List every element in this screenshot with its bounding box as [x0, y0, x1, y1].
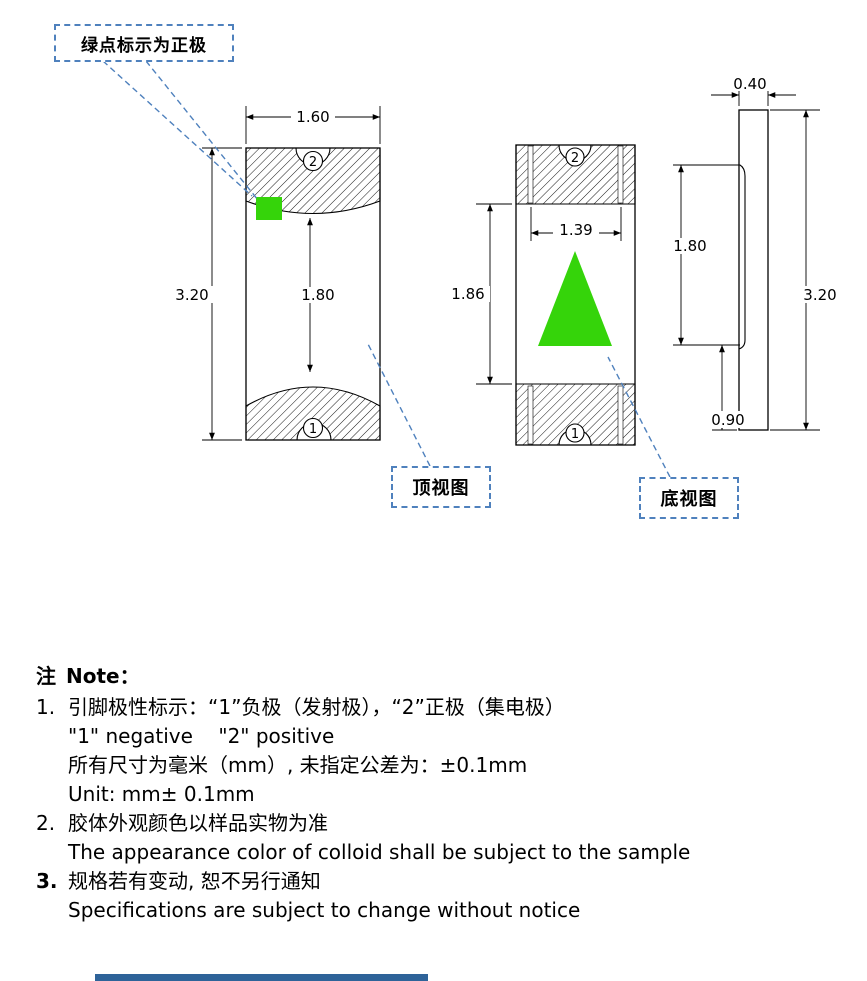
dim-label-bg [668, 238, 712, 254]
pin2-badge-circle [565, 147, 585, 167]
notes-heading-en: Note： [66, 664, 140, 688]
pin2-badge-circle [302, 150, 324, 172]
green-polarity-triangle [538, 251, 612, 346]
terminal-slot [617, 385, 624, 445]
note-number: 1. [36, 695, 56, 719]
dim-label-top-height: 3.20 [175, 286, 208, 304]
dim-label-side-thickness: 0.40 [733, 75, 766, 93]
dim-label-top-inner-height: 1.80 [301, 286, 334, 304]
note-line: 胶体外观颜色以样品实物为准 [68, 811, 328, 835]
note-item-2: 2. 胶体外观颜色以样品实物为准 The appearance color of… [36, 809, 842, 867]
top-view-leader-line [367, 343, 431, 467]
callout-top-view-label: 顶视图 [412, 478, 470, 499]
notes-heading-zh: 注 [36, 664, 56, 688]
note-line: 规格若有变动, 恕不另行通知 [68, 869, 321, 893]
dim-label-bg [170, 286, 214, 303]
polarity-leader-line [145, 60, 259, 201]
dim-label-bg [291, 108, 335, 125]
footer-accent-bar [95, 974, 428, 981]
dim-label-bg [729, 76, 771, 91]
dim-label-bg [296, 287, 340, 303]
callout-leaders [102, 60, 671, 478]
terminal-slot [527, 145, 534, 204]
note-line: Unit: mm± 0.1mm [68, 782, 255, 806]
pin2-number: 2 [309, 155, 317, 170]
side-view-outline [738, 109, 769, 431]
terminal-slot [527, 385, 534, 445]
pin1-badge-circle [302, 417, 324, 439]
green-polarity-dot [256, 197, 282, 220]
note-line: "1" negative "2" positive [68, 724, 335, 748]
note-number: 3. [36, 869, 58, 893]
note-line: 所有尺寸为毫米（mm）, 未指定公差为：±0.1mm [68, 753, 528, 777]
top-view-terminal-1-hatch [245, 386, 381, 441]
note-number: 2. [36, 811, 56, 835]
terminal-slot [617, 145, 624, 204]
callout-bottom-view-label: 底视图 [660, 489, 718, 510]
pin2-number: 2 [571, 151, 579, 166]
dim-label-bottom-inner-width: 1.39 [559, 221, 592, 239]
pin1-badge-circle [565, 423, 585, 443]
callout-green-dot-polarity-label: 绿点标示为正极 [81, 35, 207, 56]
dim-label-side-height: 3.20 [803, 286, 836, 304]
top-view: 2 1 1.60 3.20 1.80 [170, 106, 381, 441]
dim-label-bg [706, 411, 750, 428]
dim-label-top-width: 1.60 [296, 108, 329, 126]
dim-label-bg [797, 286, 843, 303]
notes-heading: 注 Note： [36, 662, 842, 691]
note-line: The appearance color of colloid shall be… [68, 840, 691, 864]
dim-label-bottom-body-height: 1.86 [451, 285, 484, 303]
dim-side-height [770, 109, 820, 431]
pin1-number: 1 [571, 427, 579, 442]
notes-section: 注 Note： 1. 引脚极性标示：“1”负极（发射极），“2”正极（集电极） "… [36, 662, 842, 925]
side-view: 0.40 1.80 3.20 0.90 [668, 75, 843, 431]
technical-drawing: 2 1 1.60 3.20 1.80 [102, 60, 843, 478]
callout-green-dot-polarity: 绿点标示为正极 [54, 24, 234, 62]
side-view-electrode-profile [731, 164, 746, 350]
dim-label-bg [446, 286, 490, 302]
bottom-view: 2 1 1.39 1.86 [446, 144, 636, 446]
callout-bottom-view: 底视图 [639, 477, 739, 519]
dim-side-electrode [673, 164, 740, 346]
pin1-number: 1 [309, 422, 317, 437]
bottom-view-leader-line [607, 356, 671, 478]
note-line: 引脚极性标示：“1”负极（发射极），“2”正极（集电极） [68, 695, 565, 719]
dim-label-side-electrode: 1.80 [673, 237, 706, 255]
polarity-leader-line [102, 60, 253, 197]
note-line: Specifications are subject to change wit… [68, 898, 581, 922]
note-item-1: 1. 引脚极性标示：“1”负极（发射极），“2”正极（集电极） "1" nega… [36, 693, 842, 809]
callout-top-view: 顶视图 [391, 466, 491, 508]
note-item-3: 3. 规格若有变动, 恕不另行通知 Specifications are sub… [36, 867, 842, 925]
dim-label-side-bottom-electrode: 0.90 [711, 411, 744, 429]
dim-label-bg [553, 222, 599, 238]
